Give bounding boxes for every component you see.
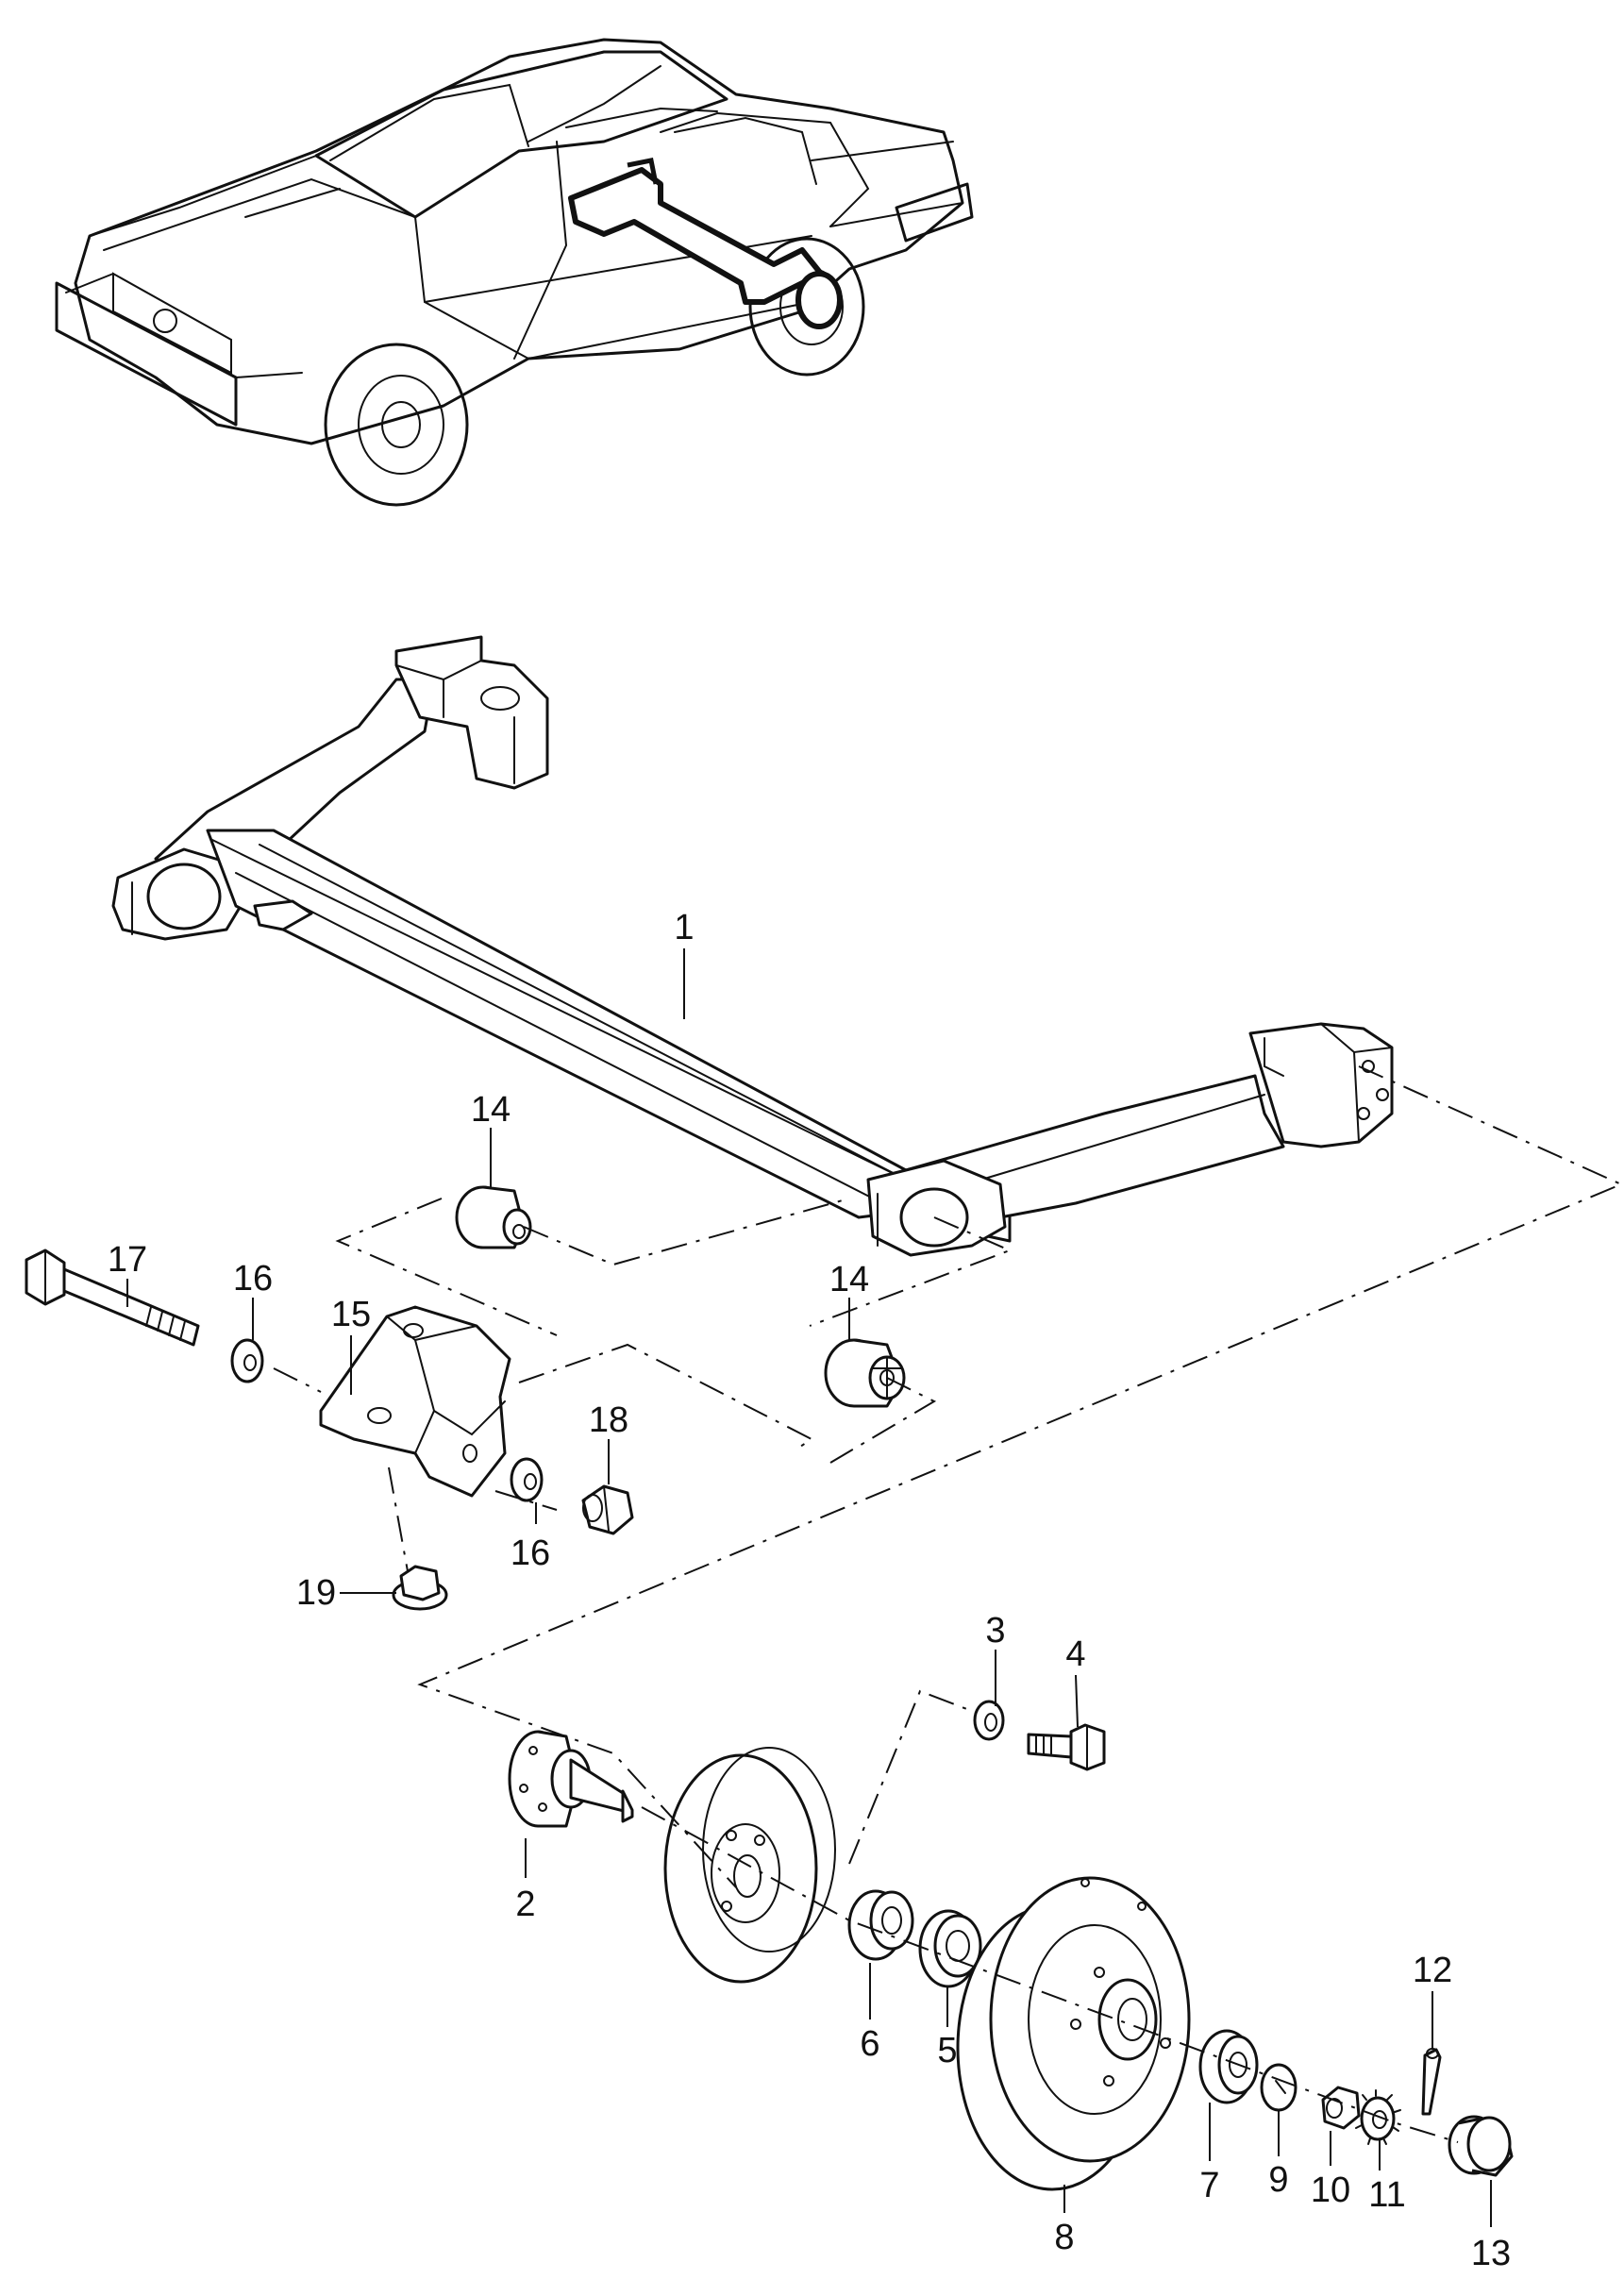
callout-5: 5 [937, 2031, 957, 2070]
callout-8: 8 [1054, 2218, 1074, 2257]
callout-17: 17 [108, 1240, 147, 1280]
brake-backing-plate [663, 1747, 836, 1984]
callout-4: 4 [1065, 1634, 1085, 1674]
callout-15: 15 [331, 1295, 371, 1334]
assembly-center-lines [273, 1065, 1624, 2143]
mounting-bracket [319, 1305, 511, 1498]
callout-14-upper: 14 [471, 1090, 511, 1130]
rear-axle-beam [111, 635, 1394, 1257]
vehicle-overview-illustration [55, 38, 974, 507]
brake-drum [956, 1876, 1191, 2191]
callout-13: 13 [1471, 2234, 1511, 2273]
callout-6: 6 [860, 2024, 879, 2064]
callout-leader-lines [126, 948, 1492, 2227]
callout-10: 10 [1311, 2170, 1350, 2210]
callout-2: 2 [515, 1885, 535, 1924]
grease-cap [1448, 2115, 1514, 2177]
callout-18: 18 [589, 1400, 628, 1440]
thrust-washer [1260, 2063, 1298, 2112]
split-pin [1421, 2048, 1442, 2116]
callout-7: 7 [1199, 2166, 1219, 2205]
spring-washer [973, 1700, 1005, 1741]
callout-9: 9 [1268, 2160, 1288, 2200]
axle-nut [1321, 2086, 1361, 2130]
callout-11: 11 [1368, 2175, 1405, 2215]
castellated-lock-ring [1355, 2089, 1401, 2145]
callout-16-lower: 16 [511, 1533, 550, 1573]
oil-seal [847, 1889, 914, 1961]
callout-12: 12 [1413, 1951, 1452, 1990]
callout-labels: 1 2 3 4 5 6 7 8 9 10 11 12 13 14 14 15 1… [108, 908, 1511, 2273]
backing-plate-bolt [1027, 1723, 1106, 1771]
callout-3: 3 [985, 1611, 1005, 1651]
rubber-bush-lower [824, 1338, 906, 1408]
hex-bolt [25, 1249, 200, 1347]
outer-bearing [1198, 2029, 1259, 2104]
rubber-bush-upper [455, 1185, 532, 1249]
washer-lower [510, 1457, 544, 1502]
flange-nut [392, 1565, 448, 1611]
washer-upper [230, 1338, 264, 1383]
stub-axle [508, 1730, 634, 1828]
callout-1: 1 [674, 908, 694, 947]
hex-nut [581, 1484, 634, 1535]
callout-16-upper: 16 [233, 1259, 273, 1299]
callout-19: 19 [296, 1573, 336, 1613]
callout-14-lower: 14 [829, 1260, 869, 1299]
